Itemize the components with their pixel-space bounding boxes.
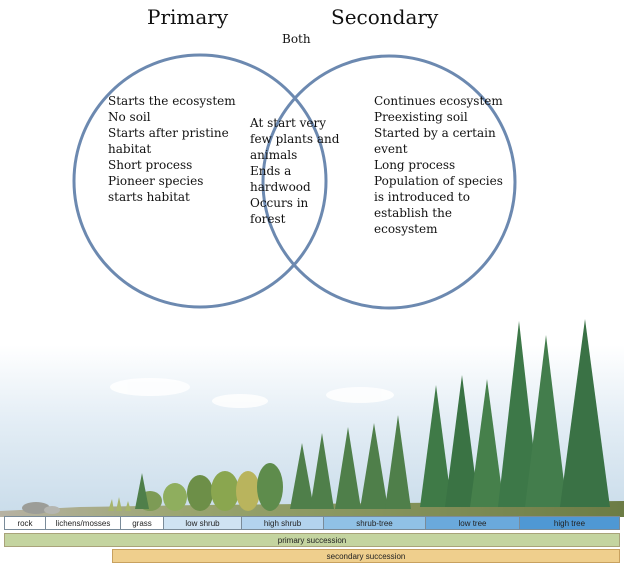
list-item: starts habitat bbox=[108, 190, 190, 204]
list-item: No soil bbox=[108, 110, 151, 124]
list-item: Starts the ecosystem bbox=[108, 94, 236, 108]
primary-circle bbox=[72, 53, 328, 309]
stage-shrub-tree: shrub-tree bbox=[324, 516, 426, 530]
primary-characteristics-list: Starts the ecosystem No soil Starts afte… bbox=[108, 93, 236, 205]
list-item: Preexisting soil bbox=[374, 110, 468, 124]
list-item: habitat bbox=[108, 142, 152, 156]
stage-lichens-mosses: lichens/mosses bbox=[46, 516, 121, 530]
rock bbox=[22, 502, 60, 514]
stage-high-tree: high tree bbox=[520, 516, 620, 530]
conifer-trees bbox=[135, 319, 610, 509]
list-item: At start very bbox=[250, 116, 326, 130]
shared-characteristics-list: At start very few plants and animals End… bbox=[250, 115, 339, 227]
list-item: Ends a bbox=[250, 164, 292, 178]
clouds bbox=[110, 378, 394, 408]
list-item: Short process bbox=[108, 158, 193, 172]
stage-low-shrub: low shrub bbox=[164, 516, 242, 530]
list-item: Started by a certain bbox=[374, 126, 496, 140]
list-item: few plants and bbox=[250, 132, 340, 146]
list-item: hardwood bbox=[250, 180, 311, 194]
list-item: forest bbox=[250, 212, 286, 226]
shrubs bbox=[138, 463, 283, 511]
primary-succession-bar: primary succession bbox=[4, 533, 620, 547]
stage-grass: grass bbox=[121, 516, 164, 530]
secondary-succession-bar: secondary succession bbox=[112, 549, 620, 563]
stage-rock: rock bbox=[4, 516, 46, 530]
grass bbox=[108, 497, 131, 511]
stage-high-shrub: high shrub bbox=[242, 516, 324, 530]
list-item: establish the bbox=[374, 206, 452, 220]
primary-title: Primary bbox=[147, 5, 229, 29]
stage-low-tree: low tree bbox=[426, 516, 520, 530]
succession-landscape-illustration bbox=[0, 319, 624, 517]
secondary-characteristics-list: Continues ecosystem Preexisting soil Sta… bbox=[374, 93, 503, 237]
secondary-circle bbox=[261, 54, 517, 310]
both-label: Both bbox=[282, 32, 311, 46]
list-item: Continues ecosystem bbox=[374, 94, 503, 108]
list-item: Starts after pristine bbox=[108, 126, 229, 140]
venn-diagram bbox=[72, 53, 517, 310]
list-item: Pioneer species bbox=[108, 174, 204, 188]
list-item: event bbox=[374, 142, 408, 156]
list-item: Population of species bbox=[374, 174, 503, 188]
succession-stages-bar: rock lichens/mosses grass low shrub high… bbox=[4, 516, 620, 530]
secondary-title: Secondary bbox=[331, 5, 439, 29]
list-item: ecosystem bbox=[374, 222, 438, 236]
list-item: Long process bbox=[374, 158, 456, 172]
list-item: is introduced to bbox=[374, 190, 470, 204]
list-item: Occurs in bbox=[250, 196, 309, 210]
list-item: animals bbox=[250, 148, 298, 162]
